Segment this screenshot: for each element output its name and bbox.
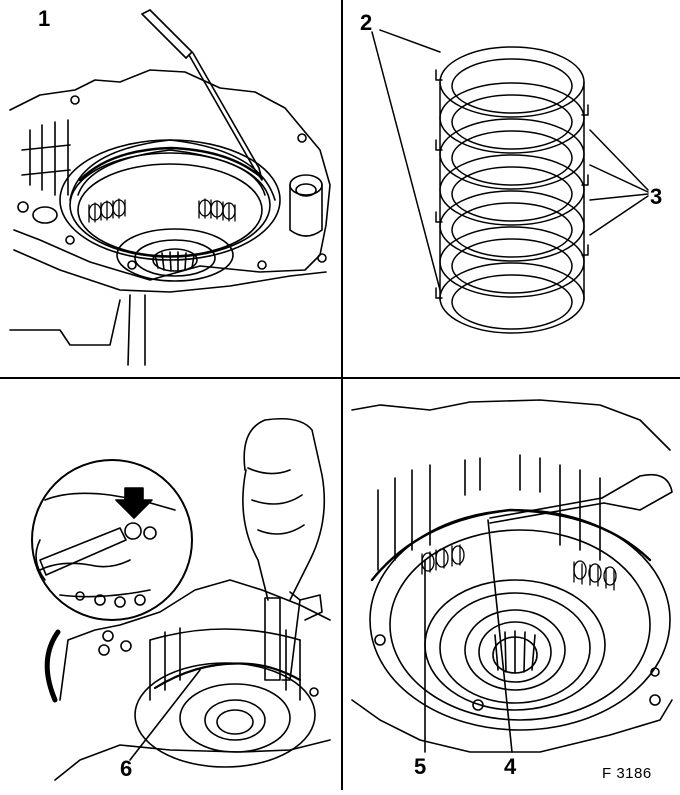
- clutch-plate-stack: [436, 47, 588, 333]
- callout-3: 3: [650, 184, 663, 209]
- panel-bottom-left: [32, 419, 330, 780]
- callout-2: 2: [360, 10, 373, 35]
- callout-5: 5: [414, 754, 427, 779]
- detail-inset: [32, 460, 192, 620]
- callout-1: 1: [38, 6, 51, 31]
- figure-code: F 3186: [602, 765, 652, 782]
- panel-top-right: [372, 30, 648, 333]
- callout-4: 4: [504, 754, 517, 779]
- panel-top-left: [10, 10, 330, 365]
- callout-6: 6: [120, 756, 133, 781]
- panel-bottom-right: [352, 400, 672, 752]
